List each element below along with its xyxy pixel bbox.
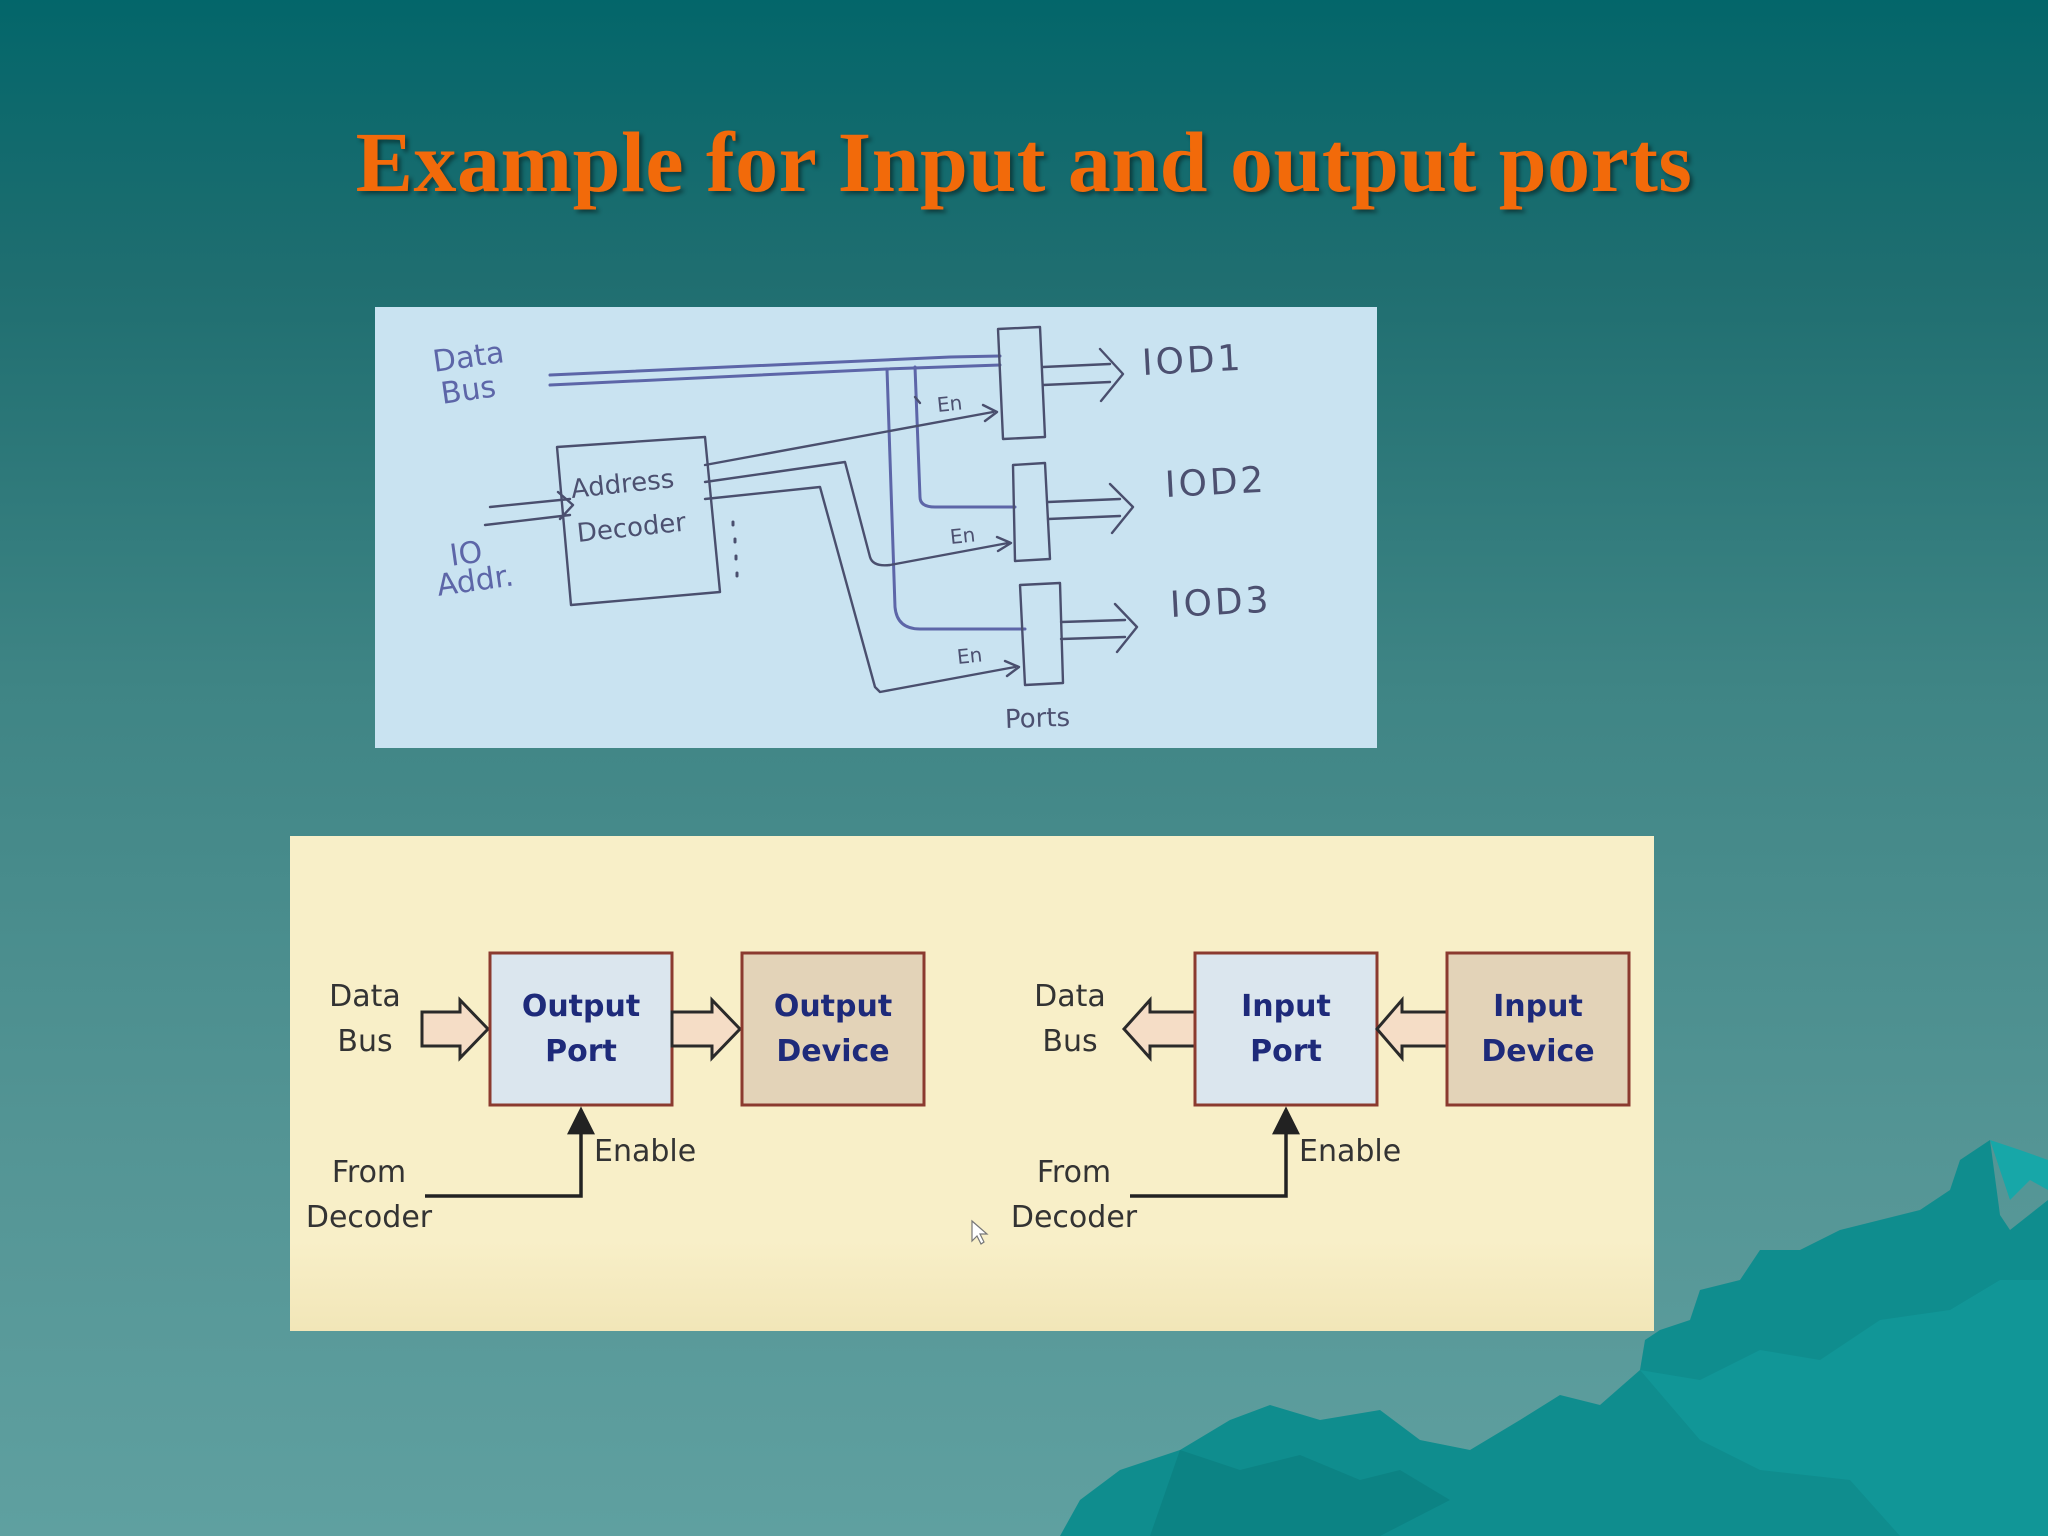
hand-drawn-sketch: Data Bus IO Addr. Address Decoder En En … (375, 307, 1377, 748)
output-device-arrow (670, 996, 743, 1062)
sketch-iod3-label: IOD3 (1168, 579, 1273, 626)
sketch-en1-label: En (935, 390, 964, 417)
panel-fade (290, 1241, 1654, 1331)
output-bus-arrow (420, 996, 491, 1062)
output-device-box (740, 951, 926, 1107)
input-device-label: Input (1493, 989, 1583, 1024)
output-from-decoder-label: From (331, 1155, 407, 1190)
output-port-label: Output (521, 989, 641, 1024)
input-device-box (1445, 951, 1631, 1107)
input-from-decoder-label: From (1036, 1155, 1112, 1190)
block-diagram-shapes (420, 951, 1631, 1245)
output-enable-line (425, 1106, 595, 1198)
sketch-ports-label: Ports (1004, 702, 1071, 735)
input-device-arrow (1375, 995, 1449, 1063)
input-from-decoder-label-2: Decoder (1010, 1200, 1138, 1235)
output-enable-label: Enable (594, 1134, 697, 1169)
output-device-label: Output (773, 989, 893, 1024)
output-from-decoder-label-2: Decoder (305, 1200, 433, 1235)
mouse-cursor-icon (971, 1219, 989, 1245)
output-port-label-2: Port (545, 1034, 617, 1069)
input-data-bus-label-2: Bus (1042, 1024, 1098, 1059)
input-enable-line (1130, 1106, 1300, 1198)
sketch-iod2-label: IOD2 (1163, 459, 1268, 506)
port-block-diagram: Data Bus Output Port Output Device Enabl… (290, 836, 1654, 1331)
sketch-iod1-label: IOD1 (1140, 337, 1245, 384)
input-enable-label: Enable (1299, 1134, 1402, 1169)
output-data-bus-label: Data (329, 979, 401, 1014)
sketch-en3-label: En (955, 642, 984, 669)
output-data-bus-label-2: Bus (337, 1024, 393, 1059)
sketch-en2-label: En (948, 522, 977, 549)
input-port-label-2: Port (1250, 1034, 1322, 1069)
input-data-bus-label: Data (1034, 979, 1106, 1014)
input-port-label: Input (1241, 989, 1331, 1024)
input-bus-arrow (1121, 996, 1197, 1062)
sketch-lines (483, 325, 1139, 694)
slide-title: Example for Input and output ports (355, 114, 1693, 210)
input-device-label-2: Device (1481, 1034, 1595, 1069)
output-device-label-2: Device (776, 1034, 890, 1069)
